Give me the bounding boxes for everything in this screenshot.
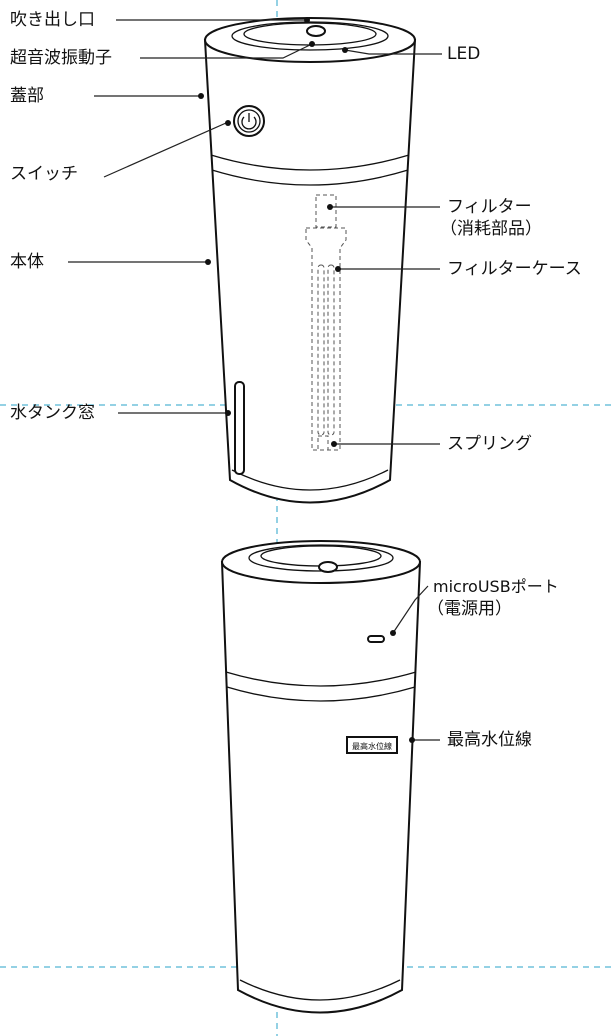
filter-shape	[315, 194, 337, 228]
label-power-supply: （電源用）	[427, 599, 512, 619]
label-lid: 蓋部	[10, 86, 44, 106]
label-spring: スプリング	[447, 434, 532, 454]
label-body: 本体	[10, 252, 44, 272]
upper-unit-body	[203, 39, 417, 504]
lid-separator-band-lower	[211, 169, 409, 186]
label-tank-window: 水タンク窓	[10, 403, 95, 423]
spring-shape	[317, 435, 329, 451]
label-micro-usb-port: microUSBポート	[433, 577, 559, 596]
upper-unit-top-inner-ring	[231, 21, 389, 51]
lower-unit: 最高水位線	[220, 540, 422, 1014]
label-filter: フィルター	[447, 197, 532, 217]
lower-unit-outlet-hole	[318, 561, 338, 573]
upper-unit	[203, 17, 417, 504]
usb-port-icon	[367, 635, 385, 643]
filter-case-slot-right	[327, 264, 335, 436]
leader-lines	[68, 17, 442, 743]
upper-unit-bottom-edge	[231, 469, 389, 491]
label-filter-consumable: （消耗部品）	[440, 219, 542, 239]
lid-separator-band	[210, 154, 410, 171]
tank-window	[234, 381, 245, 475]
upper-unit-top-rim	[204, 17, 416, 63]
filter-case-slot-left	[317, 264, 325, 436]
lower-unit-bottom-edge	[239, 979, 401, 1001]
lower-unit-body	[220, 561, 422, 1014]
max-water-level-sticker-text: 最高水位線	[352, 741, 392, 751]
label-filter-case: フィルターケース	[447, 259, 582, 279]
label-max-water-level: 最高水位線	[447, 730, 532, 750]
label-switch: スイッチ	[10, 164, 78, 184]
lower-lid-separator-band-lower	[226, 686, 416, 702]
outlet-hole	[306, 25, 326, 37]
label-led: LED	[447, 44, 481, 64]
label-outlet: 吹き出し口	[10, 10, 95, 30]
label-ultrasonic-transducer: 超音波振動子	[10, 48, 112, 68]
power-switch-inner-ring	[237, 109, 261, 133]
filter-case-shape	[305, 227, 347, 451]
power-symbol-icon	[241, 113, 257, 130]
max-water-level-sticker	[346, 736, 398, 754]
lower-lid-separator-band	[225, 671, 417, 687]
lower-unit-top-rim	[221, 540, 421, 584]
